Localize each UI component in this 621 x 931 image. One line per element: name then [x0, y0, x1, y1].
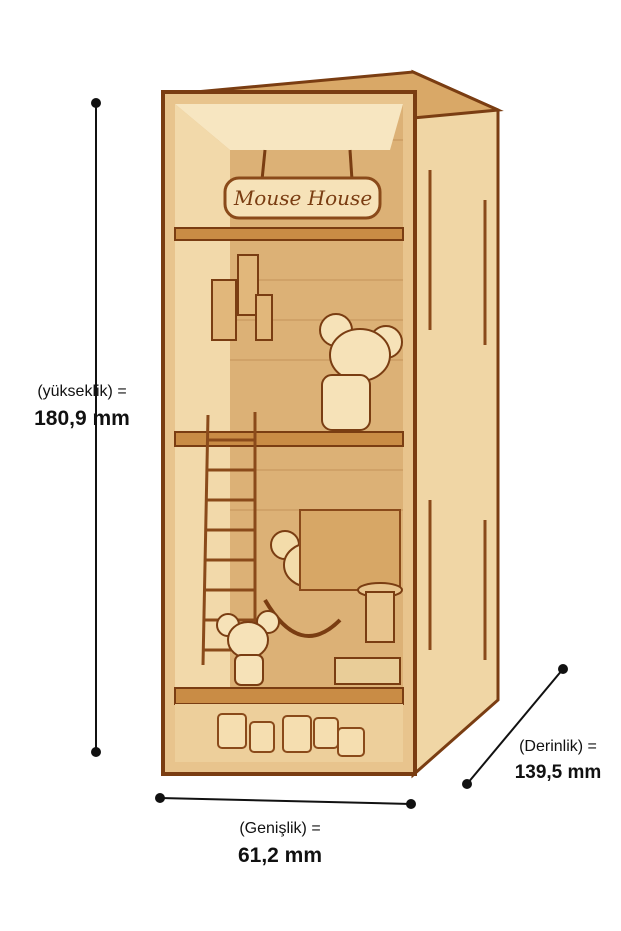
depth-label: (Derinlik) = 139,5 mm	[498, 738, 618, 784]
rug	[334, 657, 401, 685]
depth-value: 139,5 mm	[514, 762, 602, 783]
depth-dimension-line	[462, 664, 568, 789]
height-label-text: (yükseklik) =	[37, 383, 127, 400]
box-side-panel	[411, 69, 500, 779]
upper-shelf	[174, 227, 404, 241]
mouse-figure-upper	[319, 313, 403, 431]
width-label: (Genişlik) = 61,2 mm	[210, 820, 350, 868]
mouse-house-sign: Mouse House	[223, 149, 382, 220]
width-value: 61,2 mm	[237, 844, 323, 867]
height-value: 180,9 mm	[34, 407, 130, 430]
fireplace	[299, 509, 401, 591]
height-dimension-line	[91, 98, 101, 757]
width-dimension-line	[155, 793, 416, 809]
sign-text: Mouse House	[233, 186, 372, 210]
ladder	[201, 412, 257, 666]
width-label-text: (Genişlik) =	[239, 820, 321, 837]
height-label: (yükseklik) = 180,9 mm	[12, 383, 152, 431]
depth-label-text: (Derinlik) =	[519, 738, 597, 755]
middle-floor	[174, 431, 404, 447]
jar-icons	[217, 713, 365, 757]
mouse-figure-small	[216, 610, 280, 686]
wall-pictures	[211, 254, 273, 341]
stool	[357, 582, 403, 643]
bottom-floor	[174, 687, 404, 705]
